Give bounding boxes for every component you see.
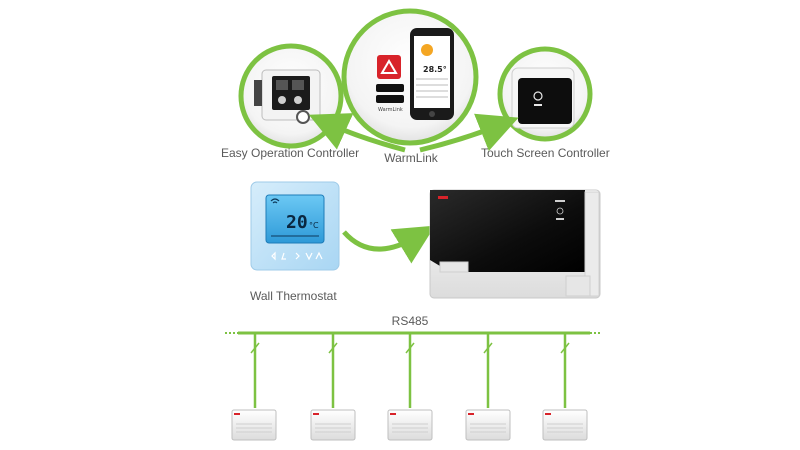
bus-drops bbox=[250, 333, 570, 408]
arrow-to-easy-controller bbox=[308, 113, 406, 153]
phone-app-name: WarmLink bbox=[378, 107, 403, 113]
bus-unit-1 bbox=[231, 409, 277, 441]
thermostat-unit: °C bbox=[309, 221, 319, 230]
phone-temperature: 28.5° bbox=[423, 65, 447, 74]
label-wall-thermostat: Wall Thermostat bbox=[250, 289, 337, 303]
google-play-badge bbox=[376, 95, 404, 103]
easy-controller-ring bbox=[238, 43, 344, 149]
arrow-to-touch-controller bbox=[419, 113, 519, 153]
sun-icon bbox=[421, 44, 433, 56]
label-touch-controller: Touch Screen Controller bbox=[481, 146, 610, 160]
brand-mark bbox=[438, 196, 448, 199]
bus-unit-3 bbox=[387, 409, 433, 441]
bus-unit-4 bbox=[465, 409, 511, 441]
label-rs485: RS485 bbox=[391, 314, 429, 328]
arrow-to-floor-unit bbox=[342, 225, 436, 264]
app-store-badge bbox=[376, 84, 404, 92]
touch-controller-ring bbox=[497, 46, 593, 142]
warmlink-logo-icon bbox=[377, 55, 401, 79]
fan-coil-unit-large bbox=[429, 189, 601, 299]
label-easy-controller: Easy Operation Controller bbox=[221, 146, 360, 160]
label-warmlink: WarmLink bbox=[384, 151, 438, 165]
wifi-icon bbox=[270, 198, 280, 204]
bus-unit-5 bbox=[542, 409, 588, 441]
easy-controller-device bbox=[254, 69, 321, 124]
warmlink-ring bbox=[341, 8, 479, 146]
thermostat-touch-keys bbox=[271, 251, 323, 261]
touch-controller-device bbox=[511, 67, 575, 129]
bus-unit-2 bbox=[310, 409, 356, 441]
wall-thermostat-device: 20 °C bbox=[250, 181, 340, 271]
thermostat-temperature: 20 bbox=[286, 212, 308, 233]
phone-device bbox=[410, 28, 454, 120]
